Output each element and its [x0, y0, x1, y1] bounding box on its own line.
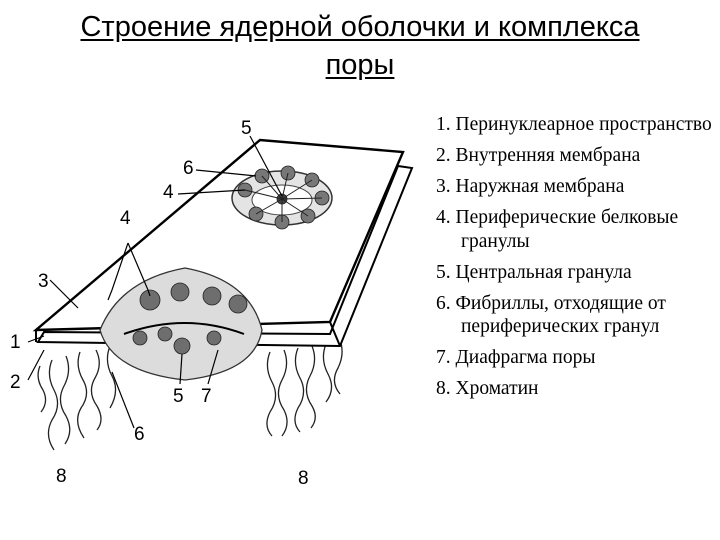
- label-5-top: 5: [241, 118, 252, 139]
- legend-list: 1. Перинуклеарное пространство 2. Внутре…: [436, 113, 716, 408]
- label-6-top: 6: [183, 158, 194, 179]
- chromatin-fibrils: [37, 339, 343, 451]
- label-7: 7: [201, 386, 212, 407]
- label-5-bottom: 5: [173, 386, 184, 407]
- label-8-left: 8: [56, 466, 67, 487]
- pore-complex-top-view: [231, 165, 333, 230]
- label-leader-lines: [27, 135, 283, 429]
- legend-item-4: 4. Периферические белковые гранулы: [436, 207, 679, 252]
- label-1: 1: [10, 332, 21, 353]
- legend-item-8: 8. Хроматин: [436, 378, 539, 399]
- legend-item-5: 5. Центральная гранула: [436, 261, 632, 283]
- label-6-bottom: 6: [134, 424, 145, 445]
- label-2: 2: [10, 372, 21, 393]
- label-8-right: 8: [298, 468, 309, 489]
- nuclear-envelope-diagram: 5 6 4 4 3 1 2 5 7 6 8 8: [10, 118, 414, 489]
- page-title: Строение ядерной оболочки и комплекса по…: [80, 11, 640, 81]
- legend-item-6: 6. Фибриллы, отходящие от периферических…: [436, 292, 666, 338]
- legend-item-3: 3. Наружная мембрана: [436, 176, 625, 197]
- label-4-top: 4: [163, 182, 174, 203]
- legend-item-2: 2. Внутренняя мембрана: [436, 145, 641, 166]
- legend-item-1: 1. Перинуклеарное пространство: [436, 114, 712, 135]
- pore-complex-cross-section: [99, 267, 263, 381]
- label-3: 3: [38, 271, 49, 292]
- legend-item-7: 7. Диафрагма поры: [436, 347, 596, 368]
- label-4-left: 4: [120, 208, 131, 229]
